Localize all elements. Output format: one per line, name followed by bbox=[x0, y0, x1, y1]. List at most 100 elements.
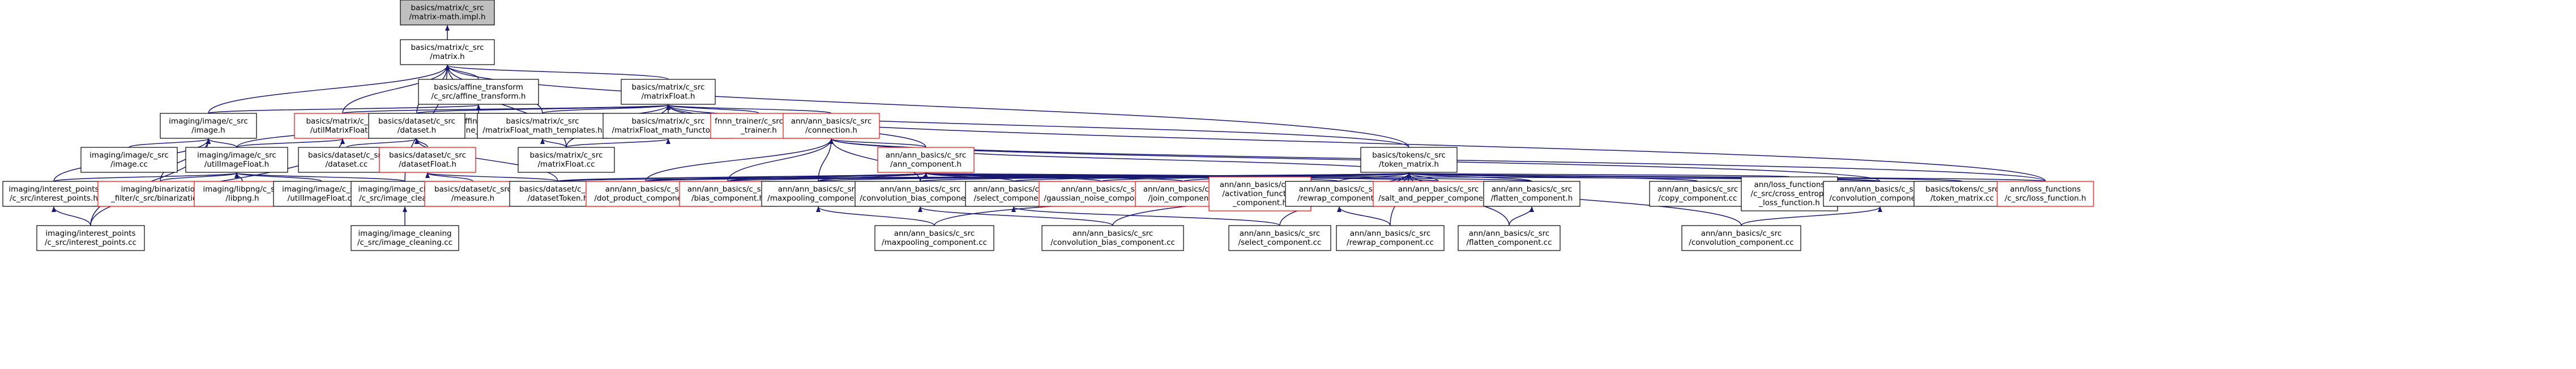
node-rewrap-cc[interactable]: ann/ann_basics/c_src/rewrap_component.cc bbox=[1336, 225, 1445, 251]
node-rewrap-h[interactable]: ann/ann_basics/c_src/rewrap_component.h bbox=[1285, 181, 1394, 207]
node-image-cc[interactable]: imaging/image/c_src/image.cc bbox=[80, 147, 178, 173]
node-box bbox=[1336, 225, 1445, 251]
edge-image_cc-to-image_h bbox=[129, 138, 211, 148]
edge-utilmatrix_h-to-matrix_h bbox=[342, 65, 450, 114]
edge-crossentropy_h-to-tokenmatrix_h bbox=[1408, 172, 1790, 179]
node-box bbox=[400, 0, 495, 26]
node-matrixfloat-h[interactable]: basics/matrix/c_src/matrixFloat.h bbox=[621, 79, 716, 105]
edge-tokenmatrix_h-to-matrixfloat_h bbox=[666, 104, 1409, 148]
node-label-line: ann/ann_basics/c_src bbox=[791, 117, 872, 126]
node-utilimage-h[interactable]: imaging/image/c_src/utilImageFloat.h bbox=[185, 147, 288, 173]
node-flatten-cc[interactable]: ann/ann_basics/c_src/flatten_component.c… bbox=[1458, 225, 1561, 251]
node-label-line: ann/ann_basics/c_src bbox=[605, 185, 686, 194]
edge-matrixfloat_cc-to-mf_templates_h bbox=[540, 138, 567, 148]
node-box bbox=[1228, 225, 1331, 251]
node-label-line: /measure.h bbox=[451, 194, 494, 203]
node-label-line: ann/ann_basics/c_src bbox=[1143, 185, 1224, 194]
node-label-line: fnnn_trainer/c_src/fnnn bbox=[715, 117, 803, 126]
node-bias-h[interactable]: ann/ann_basics/c_src/bias_component.h bbox=[679, 181, 776, 207]
node-label-line: ann/ann_basics/c_src bbox=[1220, 180, 1301, 189]
node-interest-h[interactable]: imaging/interest_points/c_src/interest_p… bbox=[2, 181, 105, 207]
node-root[interactable]: basics/matrix/c_src/matrix-math.impl.h bbox=[400, 0, 495, 26]
node-label-line: basics/matrix/c_src bbox=[631, 117, 704, 126]
node-imgclean-cc[interactable]: imaging/image_cleaning/c_src/image_clean… bbox=[351, 225, 459, 251]
node-label-line: basics/dataset/c_src bbox=[378, 117, 455, 126]
node-box bbox=[400, 39, 495, 65]
edge-bias_h-to-connection_h bbox=[727, 138, 834, 182]
node-box bbox=[1649, 181, 1746, 207]
node-label-line: ann/ann_basics/c_src bbox=[778, 185, 859, 194]
node-dataset-h[interactable]: basics/dataset/c_src/dataset.h bbox=[368, 113, 465, 139]
node-box bbox=[874, 225, 994, 251]
node-label-line: ann/ann_basics/c_src bbox=[1299, 185, 1380, 194]
node-label-line: /utilMatrixFloat.h bbox=[310, 126, 375, 135]
node-convolution-cc[interactable]: ann/ann_basics/c_src/convolution_compone… bbox=[1681, 225, 1801, 251]
node-box bbox=[1373, 181, 1504, 207]
node-label-line: /gaussian_noise_component.h bbox=[1044, 194, 1159, 203]
node-label-line: /utilImageFloat.cc bbox=[288, 194, 356, 203]
node-dataset-cc[interactable]: basics/dataset/c_src/dataset.cc bbox=[298, 147, 395, 173]
node-saltpepper-h[interactable]: ann/ann_basics/c_src/salt_and_pepper_com… bbox=[1373, 181, 1504, 207]
node-anncomp-h[interactable]: ann/ann_basics/c_src/ann_component.h bbox=[877, 147, 975, 173]
edge-utilimage_h-to-utilmatrix_h bbox=[236, 138, 345, 148]
node-box bbox=[160, 113, 257, 139]
node-matrix-h[interactable]: basics/matrix/c_src/matrix.h bbox=[400, 39, 495, 65]
node-tokenmatrix-h[interactable]: basics/tokens/c_src/token_matrix.h bbox=[1360, 147, 1458, 173]
node-label-line: /dot_product_component.h bbox=[594, 194, 697, 203]
edge-maxpool_cc-to-maxpool_h bbox=[816, 206, 935, 226]
node-flatten-h[interactable]: ann/ann_basics/c_src/flatten_component.h bbox=[1483, 181, 1580, 207]
node-label-line: ann/ann_basics/c_src bbox=[1073, 229, 1154, 238]
node-interest-cc[interactable]: imaging/interest_points/c_src/interest_p… bbox=[36, 225, 145, 251]
edge-image_h-to-matrix_h bbox=[208, 65, 450, 114]
node-affine-h[interactable]: basics/affine_transform/c_src/affine_tra… bbox=[418, 79, 539, 105]
node-label-line: basics/tokens/c_src bbox=[1372, 151, 1446, 160]
node-label-line: ann/ann_basics/c_src bbox=[1398, 185, 1479, 194]
node-lossfunction-h[interactable]: ann/loss_functions/c_src/loss_function.h bbox=[1997, 181, 2094, 207]
node-box bbox=[418, 79, 539, 105]
edge-datasettoken_h-to-dataset_h bbox=[415, 138, 558, 182]
node-binarization-h[interactable]: imaging/binarization_filter/c_src/binari… bbox=[97, 181, 223, 207]
node-measure-h[interactable]: basics/dataset/c_src/measure.h bbox=[424, 181, 522, 207]
node-label-line: /ann_component.h bbox=[890, 160, 962, 169]
node-label-line: ann/ann_basics/c_src bbox=[1469, 229, 1550, 238]
node-label-line: /dataset.h bbox=[398, 126, 436, 135]
node-image-h[interactable]: imaging/image/c_src/image.h bbox=[160, 113, 257, 139]
node-label-line: ann/ann_basics/c_src bbox=[1240, 229, 1321, 238]
node-maxpool-h[interactable]: ann/ann_basics/c_src/maxpooling_componen… bbox=[761, 181, 875, 207]
node-datasetfloat-h[interactable]: basics/dataset/c_src/datasetFloat.h bbox=[379, 147, 476, 173]
node-label-line: /c_src/interest_points.h bbox=[10, 194, 98, 203]
node-label-line: ann/ann_basics/c_src bbox=[1350, 229, 1431, 238]
node-label-line: imaging/interest_points bbox=[45, 229, 135, 238]
node-box bbox=[477, 113, 608, 139]
node-label-line: basics/dataset/c_src bbox=[519, 185, 596, 194]
node-mf-templates-h[interactable]: basics/matrix/c_src/matrixFloat_math_tem… bbox=[477, 113, 608, 139]
node-label-line: _trainer.h bbox=[740, 126, 777, 135]
node-tokenmatrix-cc[interactable]: basics/tokens/c_src/token_matrix.cc bbox=[1913, 181, 2011, 207]
node-crossentropy-h[interactable]: ann/loss_functions/c_src/cross_entropy_l… bbox=[1741, 176, 1838, 211]
node-convbias-cc[interactable]: ann/ann_basics/c_src/convolution_bias_co… bbox=[1041, 225, 1184, 251]
node-label-line: /flatten_component.h bbox=[1491, 194, 1573, 203]
node-label-line: _component.h bbox=[1232, 198, 1287, 207]
edge-dataset_cc-to-dataset_h bbox=[346, 138, 419, 148]
node-label-line: imaging/image/c_src bbox=[197, 151, 276, 160]
node-label-line: basics/dataset/c_src bbox=[308, 151, 385, 160]
node-label-line: basics/matrix/c_src bbox=[506, 117, 579, 126]
node-matrixfloat-cc[interactable]: basics/matrix/c_src/matrixFloat.cc bbox=[518, 147, 615, 173]
node-label-line: /matrixFloat_math_functors.h bbox=[612, 126, 725, 135]
edge-rewrap_cc-to-rewrap_h bbox=[1337, 206, 1391, 226]
node-label-line: /token_matrix.h bbox=[1379, 160, 1439, 169]
edge-select_cc-to-select_h bbox=[1011, 206, 1280, 226]
node-label-line: imaging/interest_points bbox=[8, 185, 99, 194]
node-select-cc[interactable]: ann/ann_basics/c_src/select_component.cc bbox=[1228, 225, 1331, 251]
node-label-line: basics/tokens/c_src bbox=[1925, 185, 1999, 194]
node-copy-cc[interactable]: ann/ann_basics/c_src/copy_component.cc bbox=[1649, 181, 1746, 207]
node-maxpool-cc[interactable]: ann/ann_basics/c_src/maxpooling_componen… bbox=[874, 225, 994, 251]
node-connection-h[interactable]: ann/ann_basics/c_src/connection.h bbox=[783, 113, 880, 139]
node-box bbox=[1913, 181, 2011, 207]
node-label-line: basics/matrix/c_src bbox=[529, 151, 603, 160]
node-convbias-h[interactable]: ann/ann_basics/c_src/convolution_bias_co… bbox=[855, 181, 986, 207]
node-label-line: ann/ann_basics/c_src bbox=[894, 229, 975, 238]
edge-image_h-to-affine_h bbox=[208, 104, 481, 114]
file-nodes: basics/matrix/c_src/matrix-math.impl.hba… bbox=[2, 0, 2094, 251]
edge-anncomp_h-to-connection_h bbox=[829, 138, 926, 148]
